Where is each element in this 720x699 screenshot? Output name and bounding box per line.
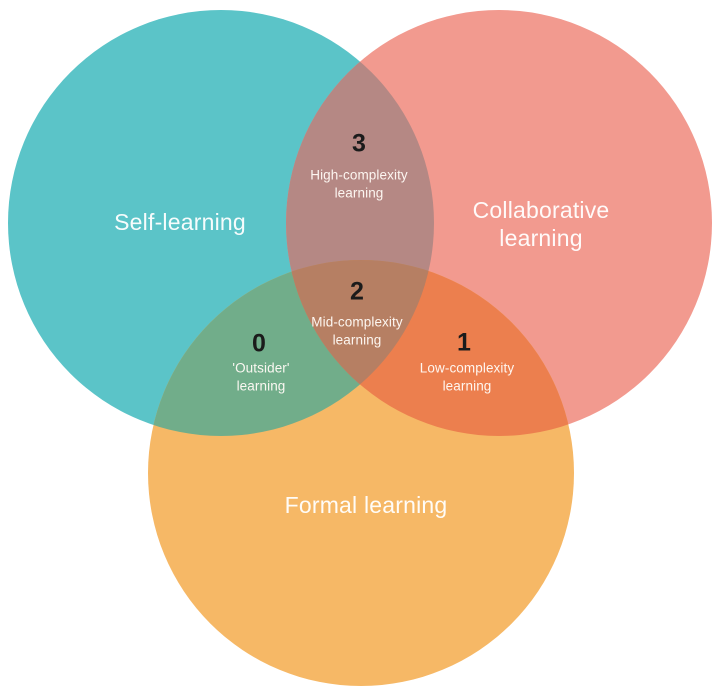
region-self-formal-overlap (148, 260, 434, 436)
region-collaborative-formal-overlap (286, 260, 574, 436)
